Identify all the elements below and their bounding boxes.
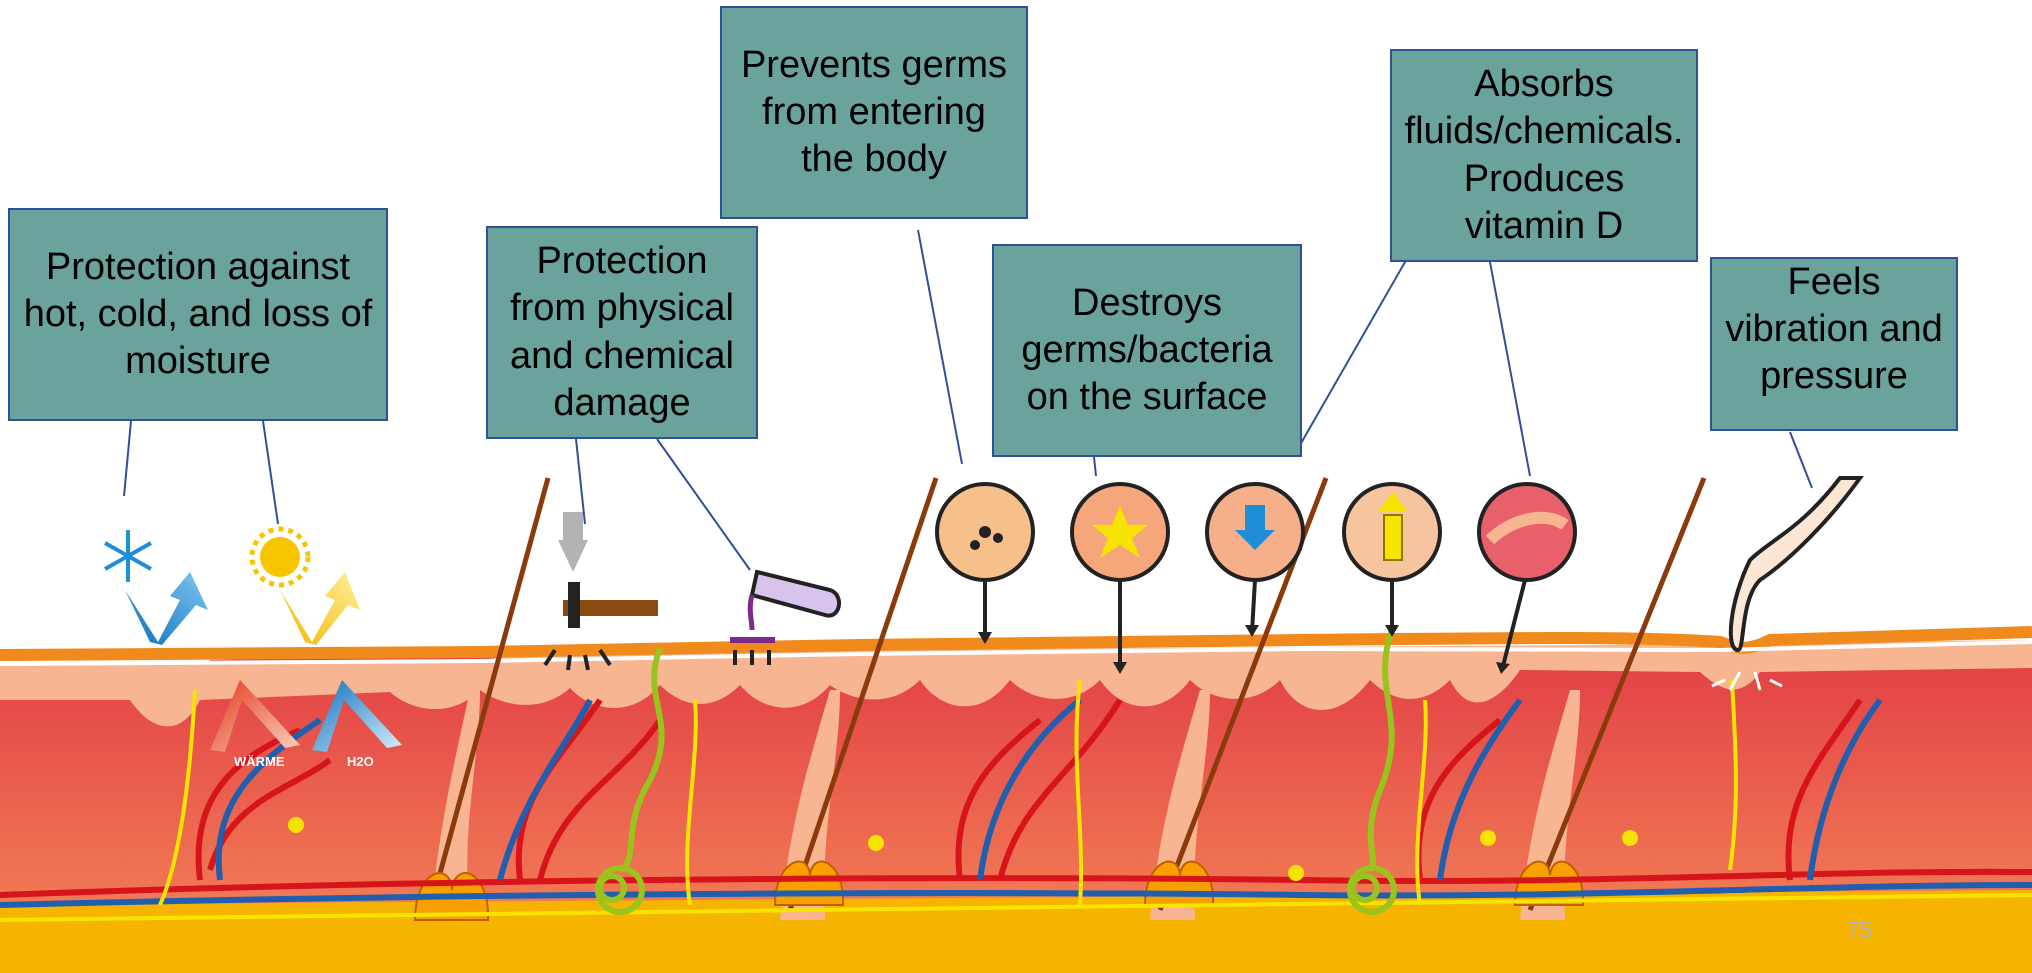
heat-label: WÄRME (234, 754, 285, 769)
label-germs-entry: Prevents germs from entering the body (720, 6, 1028, 219)
label-physical-protection: Protection from physical and chemical da… (486, 226, 758, 439)
label-destroys-germs: Destroys germs/bacteria on the surface (992, 244, 1302, 457)
label-physical-text: Protection from physical and chemical da… (498, 238, 746, 426)
label-absorbs-text: Absorbs fluids/chemicals. Produces vitam… (1402, 61, 1686, 249)
label-feels-text: Feels vibration and pressure (1722, 259, 1946, 400)
up-arrow-icon (125, 572, 208, 645)
label-temperature-protection: Protection against hot, cold, and loss o… (8, 208, 388, 421)
vitamin-d-magnified-icon (1344, 484, 1440, 637)
label-germs-entry-text: Prevents germs from entering the body (732, 42, 1016, 183)
water-label: H2O (347, 754, 374, 769)
label-feels-vibration: Feels vibration and pressure (1710, 257, 1958, 431)
label-destroys-germs-text: Destroys germs/bacteria on the surface (1004, 280, 1290, 421)
label-temperature-text: Protection against hot, cold, and loss o… (20, 244, 376, 385)
germs-magnified-icon (937, 484, 1033, 644)
label-absorbs: Absorbs fluids/chemicals. Produces vitam… (1390, 49, 1698, 262)
sun-icon (252, 529, 308, 585)
page-number: 75 (1846, 917, 1873, 945)
absorb-magnified-icon (1207, 484, 1303, 637)
snowflake-icon (105, 530, 151, 582)
